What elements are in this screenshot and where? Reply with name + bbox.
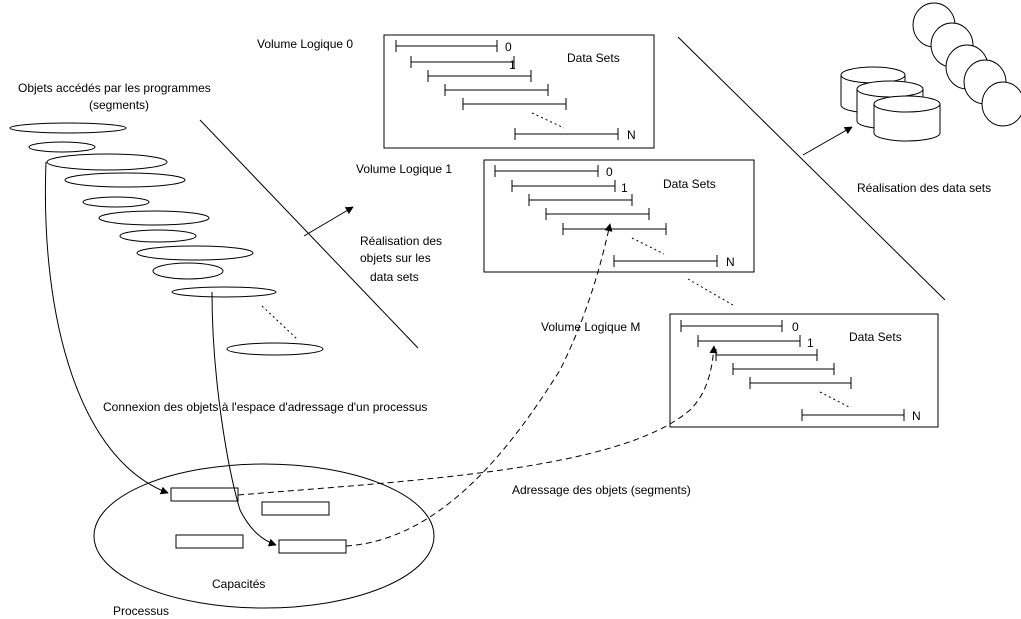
dataset-bar bbox=[462, 98, 567, 110]
dataset-bar bbox=[511, 180, 616, 192]
disk-stack-icon bbox=[840, 2, 1021, 142]
dataset-index: 1 bbox=[807, 336, 814, 350]
realisation-datasets-label: Réalisation des data sets bbox=[857, 181, 991, 195]
disk-platter-icon bbox=[981, 81, 1021, 127]
datasets-label: Data Sets bbox=[849, 330, 902, 344]
volume-title: Volume Logique 0 bbox=[257, 37, 353, 51]
realisation-objets-line3: data sets bbox=[370, 270, 419, 284]
segment-ellipse bbox=[136, 245, 254, 261]
dataset-ellipsis-dots bbox=[819, 391, 852, 409]
dataset-bar bbox=[395, 40, 498, 52]
adressage-label: Adressage des objets (segments) bbox=[512, 483, 691, 497]
arrow-to-disks bbox=[802, 126, 853, 156]
address-arrow-to-volume1 bbox=[345, 223, 613, 547]
realisation-objets-line2: objets sur les bbox=[360, 251, 431, 265]
logical-volume-0: Volume Logique 0 Data Sets 0 1 N bbox=[257, 34, 655, 149]
datasets-label: Data Sets bbox=[663, 177, 716, 191]
dataset-bar bbox=[528, 194, 633, 206]
dataset-index: N bbox=[912, 409, 921, 423]
address-arrow-to-volumeM bbox=[237, 345, 718, 496]
dataset-bar bbox=[410, 56, 515, 68]
connexion-label: Connexion des objets à l'espace d'adress… bbox=[103, 400, 427, 414]
capability-box bbox=[278, 539, 347, 554]
segment-ellipse bbox=[226, 342, 324, 356]
segment-ellipse bbox=[64, 172, 186, 188]
segment-ellipse bbox=[9, 122, 127, 134]
capacites-label: Capacités bbox=[212, 577, 265, 591]
dataset-bar bbox=[680, 320, 783, 332]
process-ellipse bbox=[93, 463, 435, 609]
capability-box bbox=[170, 487, 239, 502]
volume-box bbox=[383, 34, 655, 149]
connect-arrow-1 bbox=[44, 161, 169, 495]
dataset-bar bbox=[697, 335, 801, 347]
dataset-bar bbox=[613, 255, 718, 267]
segment-stack bbox=[9, 122, 324, 356]
processus-label: Processus bbox=[113, 604, 169, 618]
dataset-index: 1 bbox=[509, 58, 516, 72]
volume-title: Volume Logique M bbox=[541, 320, 640, 334]
dataset-index: N bbox=[627, 128, 636, 142]
arrow-to-volumes bbox=[303, 206, 354, 237]
separator-line-left bbox=[199, 119, 419, 349]
segment-ellipse bbox=[152, 262, 224, 280]
dataset-index: 0 bbox=[505, 40, 512, 54]
dataset-bar bbox=[562, 223, 667, 235]
dataset-index: 1 bbox=[621, 181, 628, 195]
segment-ellipse bbox=[82, 196, 150, 208]
volume-ellipsis-dots bbox=[687, 278, 734, 306]
segment-ellipse bbox=[171, 286, 277, 298]
dataset-index: 0 bbox=[792, 320, 799, 334]
realisation-objets-line1: Réalisation des bbox=[360, 234, 442, 248]
segment-ellipse bbox=[119, 229, 197, 243]
segment-ellipse bbox=[98, 210, 210, 226]
objects-title-line1: Objets accédés par les programmes bbox=[18, 81, 211, 95]
dataset-index: N bbox=[726, 255, 735, 269]
dataset-ellipsis-dots bbox=[631, 237, 665, 255]
volume-box bbox=[669, 313, 939, 428]
separator-line-right bbox=[677, 36, 946, 301]
disk-cylinder-icon bbox=[873, 95, 941, 142]
dataset-bar bbox=[749, 377, 852, 389]
capability-box bbox=[261, 501, 330, 516]
dataset-bar bbox=[427, 70, 532, 82]
segment-ellipse bbox=[28, 141, 96, 153]
dataset-bar bbox=[801, 409, 905, 421]
dataset-bar bbox=[732, 363, 835, 375]
volume-title: Volume Logique 1 bbox=[356, 162, 452, 176]
dataset-bar bbox=[545, 208, 650, 220]
segment-ellipse bbox=[46, 153, 168, 171]
datasets-label: Data Sets bbox=[567, 51, 620, 65]
logical-volume-1: Volume Logique 1 Data Sets 0 1 N bbox=[356, 159, 755, 273]
process: Capacités Processus bbox=[93, 463, 435, 618]
segment-ellipsis-dots bbox=[261, 305, 298, 340]
dataset-index: 0 bbox=[606, 165, 613, 179]
dataset-bar bbox=[514, 128, 619, 140]
logical-volume-m: Volume Logique M Data Sets 0 1 N bbox=[541, 313, 939, 428]
capability-box bbox=[175, 534, 244, 549]
connect-arrow-2 bbox=[211, 291, 277, 547]
objects-title-line2: (segments) bbox=[89, 98, 149, 112]
volume-box bbox=[483, 159, 755, 273]
dataset-bar bbox=[494, 165, 599, 177]
dataset-ellipsis-dots bbox=[531, 112, 565, 129]
dataset-bar bbox=[444, 84, 549, 96]
